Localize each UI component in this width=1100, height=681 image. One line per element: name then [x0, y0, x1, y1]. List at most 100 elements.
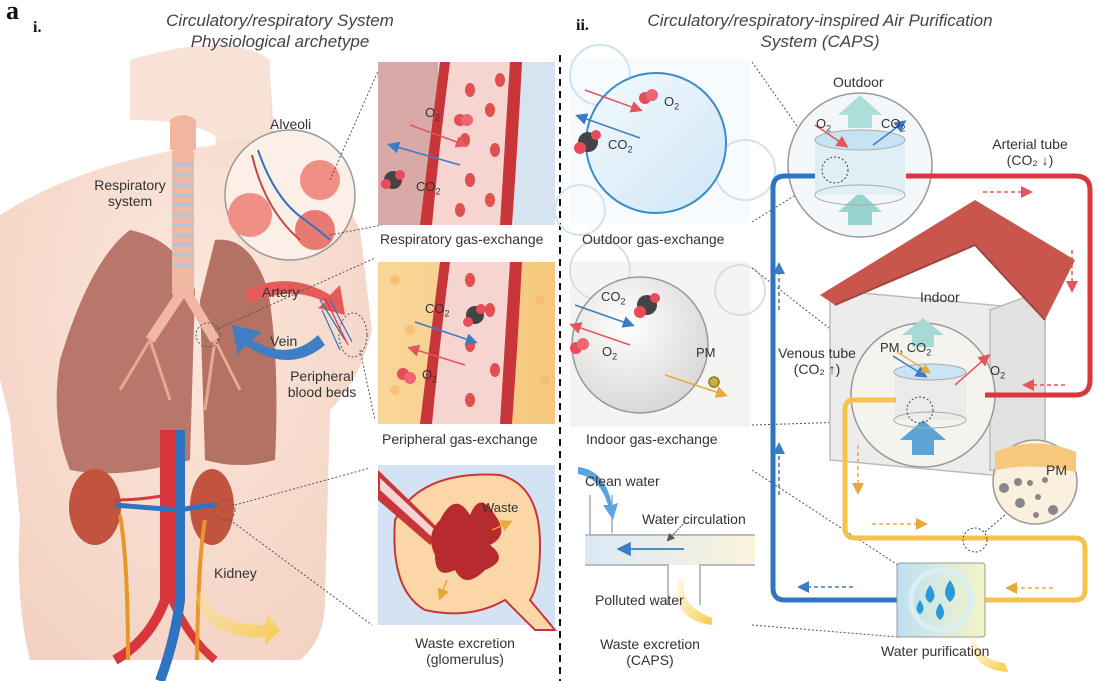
waste-flow-arrow	[195, 590, 280, 645]
water-purification-unit	[896, 562, 1008, 672]
section-ii-numeral: ii.	[576, 17, 589, 34]
peripheral-line1: Peripheral	[290, 368, 354, 384]
iu-pmco2-sub: 2	[926, 347, 932, 358]
ureter	[118, 514, 130, 661]
outdoor-o2-sub: 2	[674, 101, 680, 112]
water-circulation-inset	[578, 467, 755, 625]
section-i-numeral: i.	[33, 19, 42, 36]
indoor-co2-text: CO	[601, 289, 621, 304]
indoor-gas-exchange-caption: Indoor gas-exchange	[586, 431, 718, 447]
artery-arrow	[245, 281, 345, 315]
outdoor-co2-text: CO	[608, 137, 628, 152]
kidney-label: Kidney	[214, 565, 257, 581]
indoor-label: Indoor	[920, 289, 960, 305]
indoor-co2-sub: 2	[620, 296, 626, 307]
outdoor-o2-text: O	[664, 94, 675, 109]
iu-o2-text: O	[990, 363, 1001, 378]
indoor-o2-text: O	[602, 344, 613, 359]
caps-waste-caption-line1: Waste excretion	[600, 636, 700, 652]
arterial-line1: Arterial tube	[992, 136, 1068, 152]
venous-line1: Venous tube	[778, 345, 856, 361]
respiratory-system-line1: Respiratory	[94, 177, 166, 193]
outdoor-o2-label: O2	[664, 94, 680, 112]
ou-o2-sub: 2	[826, 123, 832, 134]
outdoor-gas-exchange-inset	[554, 44, 776, 236]
glomerulus-caption-line1: Waste excretion	[415, 635, 515, 651]
indoor-unit	[850, 318, 996, 468]
outdoor-co2-label: CO2	[608, 137, 633, 155]
indoor-gas-exchange-inset	[569, 239, 766, 427]
peripheral-line2: blood beds	[287, 384, 357, 401]
house-roof	[820, 200, 1075, 320]
indoor-co2-label: CO2	[601, 289, 626, 307]
vein-arrow	[232, 325, 325, 360]
peripheral-gas-exchange-caption: Peripheral gas-exchange	[382, 431, 538, 447]
caps-waste-caption: Waste excretion (CAPS)	[590, 636, 710, 668]
ou-co2-text: CO	[881, 116, 901, 131]
iu-o2-sub: 2	[1000, 370, 1006, 381]
connector-lines-left	[214, 61, 383, 626]
vein-label: Vein	[270, 333, 298, 349]
indoor-o2-sub: 2	[612, 351, 618, 362]
indoor-unit-o2-label: O2	[990, 363, 1006, 381]
water-circulation-label: Water circulation	[642, 511, 746, 527]
left-kidney	[69, 469, 121, 545]
left-title-line1: Circulatory/respiratory System	[166, 11, 394, 30]
waste-tube	[842, 397, 1088, 603]
resp-o2-sub: 2	[435, 112, 441, 123]
clean-water-arrow	[578, 467, 618, 520]
outdoor-label: Outdoor	[833, 74, 884, 90]
artery-label: Artery	[262, 284, 300, 300]
indoor-unit-pm-co2-label: PM, CO2	[880, 340, 932, 358]
outdoor-unit	[787, 92, 933, 238]
resp-co2-sub: 2	[435, 186, 441, 197]
peri-o2-label: O2	[422, 367, 438, 385]
pm-magnifier-label: PM	[1046, 462, 1067, 478]
peri-o2-sub: 2	[432, 374, 438, 385]
clean-water-label: Clean water	[585, 473, 660, 489]
ou-co2-sub: 2	[900, 123, 906, 134]
glomerulus-caption: Waste excretion (glomerulus)	[395, 635, 535, 667]
outdoor-co2-sub: 2	[627, 144, 633, 155]
resp-co2-label: CO2	[416, 179, 441, 197]
caps-waste-caption-line2: (CAPS)	[626, 652, 674, 669]
resp-o2-label: O2	[425, 105, 441, 123]
peri-co2-text: CO	[425, 301, 445, 316]
respiratory-system-label: Respiratory system	[85, 177, 175, 209]
arterial-tube-label: Arterial tube (CO₂ ↓)	[975, 136, 1085, 168]
outdoor-gas-exchange-caption: Outdoor gas-exchange	[582, 231, 725, 247]
outdoor-unit-o2-label: O2	[816, 116, 832, 134]
waste-label: Waste	[482, 500, 519, 515]
outdoor-unit-co2-label: CO2	[881, 116, 906, 134]
resp-o2-text: O	[425, 105, 436, 120]
polluted-water-arrow	[676, 578, 712, 625]
peri-co2-label: CO2	[425, 301, 450, 319]
arterial-tube	[906, 173, 1093, 398]
aorta	[112, 430, 170, 665]
iu-pmco2-text: PM, CO	[880, 340, 927, 355]
venous-tube	[770, 173, 898, 603]
human-torso-illustration	[0, 45, 372, 681]
venous-tube-label: Venous tube (CO₂ ↑)	[772, 345, 862, 377]
pm-magnifier	[962, 439, 1078, 553]
peri-co2-sub: 2	[444, 308, 450, 319]
right-section-title: Circulatory/respiratory-inspired Air Pur…	[620, 10, 1020, 53]
peri-o2-text: O	[422, 367, 433, 382]
left-title-line2: Physiological archetype	[190, 32, 370, 52]
venous-line2: (CO₂ ↑)	[793, 361, 841, 378]
panel-letter: a	[6, 0, 19, 25]
right-title-line2: System (CAPS)	[760, 32, 880, 52]
trachea	[172, 148, 194, 298]
right-title-line1: Circulatory/respiratory-inspired Air Pur…	[647, 11, 993, 30]
glomerulus-inset	[378, 465, 558, 631]
polluted-water-label: Polluted water	[595, 592, 684, 608]
water-purification-label: Water purification	[881, 643, 990, 659]
glomerulus-caption-line2: (glomerulus)	[426, 651, 504, 668]
respiratory-system-line2: system	[107, 193, 153, 210]
alveoli-label: Alveoli	[270, 116, 312, 132]
ou-o2-text: O	[816, 116, 827, 131]
indoor-bubble	[571, 276, 709, 414]
arterial-line2: (CO₂ ↓)	[1006, 152, 1054, 169]
resp-co2-text: CO	[416, 179, 436, 194]
